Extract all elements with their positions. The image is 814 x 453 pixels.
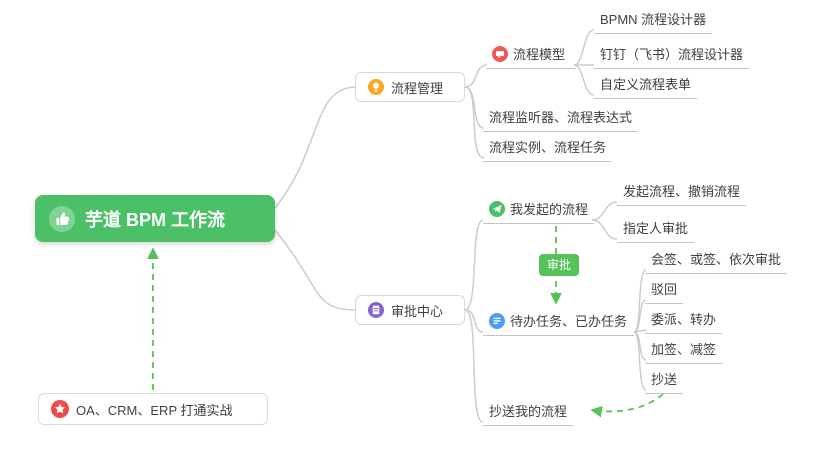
topic-listener-expression[interactable]: 流程监听器、流程表达式 bbox=[483, 104, 639, 132]
topic-label: 流程实例、流程任务 bbox=[489, 140, 607, 155]
topic-label: BPMN 流程设计器 bbox=[600, 12, 707, 27]
topic-custom-form[interactable]: 自定义流程表单 bbox=[594, 71, 698, 99]
topic-approval-center[interactable]: 审批中心 bbox=[355, 295, 465, 325]
topic-label: 审批中心 bbox=[391, 303, 444, 319]
topic-label: 钉钉（飞书）流程设计器 bbox=[600, 47, 744, 62]
topic-label: 驳回 bbox=[651, 282, 678, 297]
topic-label: 流程管理 bbox=[391, 80, 444, 96]
topic-reject[interactable]: 驳回 bbox=[645, 276, 684, 304]
topic-cc-my-process[interactable]: 抄送我的流程 bbox=[483, 398, 574, 426]
topic-process-management[interactable]: 流程管理 bbox=[355, 72, 465, 102]
connector-approval-to-tasks bbox=[464, 309, 484, 333]
star-icon bbox=[51, 400, 69, 418]
topic-label: 我发起的流程 bbox=[510, 202, 589, 217]
connector-tasks-to-delegate bbox=[633, 329, 647, 333]
connector-approval-to-initiated bbox=[464, 219, 484, 311]
topic-instance-task[interactable]: 流程实例、流程任务 bbox=[483, 134, 613, 162]
topic-label: 会签、或签、依次审批 bbox=[651, 252, 782, 267]
topic-cc[interactable]: 抄送 bbox=[645, 366, 684, 394]
topic-dingtalk-designer[interactable]: 钉钉（飞书）流程设计器 bbox=[594, 41, 750, 69]
connector-initiated-to-launch bbox=[591, 201, 618, 221]
topic-todo-done[interactable]: 待办任务、已办任务 bbox=[483, 308, 634, 336]
connector-root-to-approval bbox=[274, 229, 357, 311]
topic-delegate-transfer[interactable]: 委派、转办 bbox=[645, 306, 723, 334]
thumbs-up-icon bbox=[49, 205, 75, 232]
topic-label: OA、CRM、ERP 打通实战 bbox=[76, 402, 233, 418]
root-topic[interactable]: 芋道 BPM 工作流 bbox=[35, 195, 275, 242]
topic-addsign-reducesign[interactable]: 加签、减签 bbox=[645, 336, 723, 364]
topic-bpmn-designer[interactable]: BPMN 流程设计器 bbox=[594, 6, 713, 34]
topic-label: 委派、转办 bbox=[651, 312, 717, 327]
topic-label: 发起流程、撤销流程 bbox=[623, 184, 741, 199]
topic-label: 待办任务、已办任务 bbox=[510, 314, 628, 329]
topic-label: 流程模型 bbox=[513, 47, 566, 62]
arrow-cc-to-cc-my-process bbox=[590, 393, 664, 418]
chat-bubble-icon bbox=[492, 45, 508, 62]
topic-oa-crm-erp[interactable]: OA、CRM、ERP 打通实战 bbox=[38, 393, 268, 425]
topic-label: 抄送 bbox=[651, 372, 678, 387]
topic-label: 流程监听器、流程表达式 bbox=[489, 110, 633, 125]
lightbulb-icon bbox=[368, 79, 384, 95]
topic-label: 自定义流程表单 bbox=[600, 77, 692, 92]
topic-countersign[interactable]: 会签、或签、依次审批 bbox=[645, 246, 788, 274]
connector-initiated-to-assignee bbox=[591, 219, 618, 240]
paper-plane-icon bbox=[489, 200, 505, 217]
topic-label: 指定人审批 bbox=[623, 221, 689, 236]
connector-mgmt-to-model bbox=[464, 64, 488, 88]
topic-label: 抄送我的流程 bbox=[489, 404, 568, 419]
checklist-icon bbox=[489, 312, 505, 329]
root-topic-label: 芋道 BPM 工作流 bbox=[85, 209, 226, 230]
connector-root-to-process-mgmt bbox=[274, 86, 357, 209]
connector-model-to-bpmn bbox=[573, 29, 595, 66]
approval-relationship-badge[interactable]: 审批 bbox=[539, 254, 580, 276]
connector-model-to-customform bbox=[573, 64, 595, 96]
connector-mgmt-to-instance bbox=[464, 86, 485, 159]
clipboard-icon bbox=[368, 302, 384, 318]
topic-my-initiated[interactable]: 我发起的流程 bbox=[483, 196, 595, 224]
topic-initiate-cancel[interactable]: 发起流程、撤销流程 bbox=[617, 178, 747, 206]
connector-tasks-to-cc bbox=[633, 331, 647, 391]
connector-approval-to-cc bbox=[464, 309, 484, 423]
topic-process-model[interactable]: 流程模型 bbox=[486, 41, 576, 69]
topic-assignee-approval[interactable]: 指定人审批 bbox=[617, 215, 695, 243]
topic-label: 加签、减签 bbox=[651, 342, 717, 357]
